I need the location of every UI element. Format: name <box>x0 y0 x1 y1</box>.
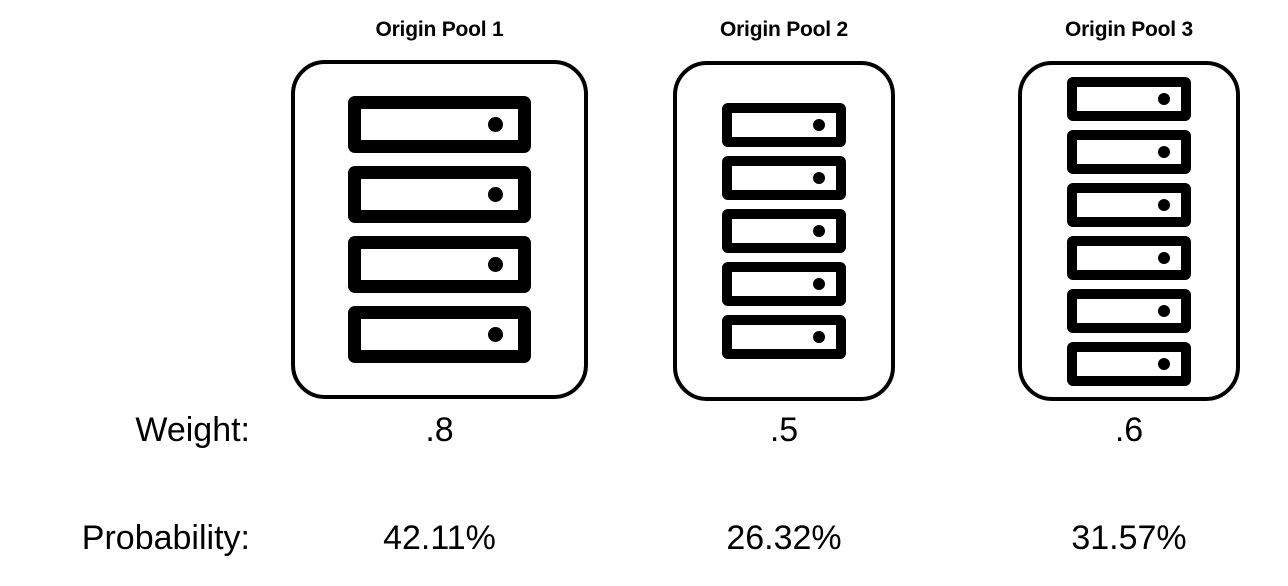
probability-value-pool-1: 42.11% <box>383 519 496 557</box>
server-face <box>732 113 836 137</box>
server-rack-icon <box>722 103 846 147</box>
status-led-icon <box>1158 92 1170 105</box>
server-rack-icon <box>1067 235 1191 280</box>
status-led-icon <box>1158 251 1170 264</box>
server-rack-icon <box>1067 129 1191 174</box>
server-rack-icon <box>348 236 531 293</box>
server-face <box>732 166 836 190</box>
server-rack-icon <box>722 315 846 359</box>
status-led-icon <box>488 117 503 132</box>
status-led-icon <box>813 172 825 184</box>
server-rack-icon <box>348 166 531 223</box>
server-face <box>361 179 518 210</box>
status-led-icon <box>813 331 825 343</box>
weight-row-label: Weight: <box>135 411 250 449</box>
server-rack-icon <box>722 262 846 306</box>
origin-pool-1-title: Origin Pool 1 <box>375 18 504 41</box>
server-face <box>1077 245 1181 270</box>
status-led-icon <box>813 225 825 237</box>
origin-pool-3-title: Origin Pool 3 <box>1064 18 1194 41</box>
server-face <box>732 272 836 296</box>
server-face <box>1077 86 1181 111</box>
status-led-icon <box>1158 357 1170 370</box>
status-led-icon <box>1158 304 1170 317</box>
server-face <box>732 325 836 349</box>
server-rack-icon <box>348 306 531 363</box>
server-rack-icon <box>1067 76 1191 121</box>
origin-pool-1-container[interactable] <box>291 60 588 399</box>
probability-value-pool-3: 31.57% <box>1071 519 1187 557</box>
server-face <box>1077 351 1181 376</box>
status-led-icon <box>1158 145 1170 158</box>
server-face <box>361 249 518 280</box>
probability-value-pool-2: 26.32% <box>726 519 842 557</box>
status-led-icon <box>488 187 503 202</box>
origin-pool-2-container[interactable] <box>673 61 895 401</box>
server-face <box>361 319 518 350</box>
server-rack-icon <box>722 156 846 200</box>
weight-value-pool-2: .5 <box>769 411 799 449</box>
server-rack-icon <box>1067 341 1191 386</box>
server-face <box>1077 139 1181 164</box>
weight-value-pool-1: .8 <box>425 411 454 449</box>
server-rack-icon <box>348 96 531 153</box>
server-rack-icon <box>1067 182 1191 227</box>
server-rack-icon <box>722 209 846 253</box>
server-face <box>732 219 836 243</box>
status-led-icon <box>813 119 825 131</box>
status-led-icon <box>488 257 503 272</box>
status-led-icon <box>813 278 825 290</box>
origin-pool-2-title: Origin Pool 2 <box>719 18 849 41</box>
origin-pool-3-container[interactable] <box>1018 61 1240 401</box>
server-face <box>361 109 518 140</box>
server-face <box>1077 192 1181 217</box>
server-rack-icon <box>1067 288 1191 333</box>
server-face <box>1077 298 1181 323</box>
status-led-icon <box>488 327 503 342</box>
status-led-icon <box>1158 198 1170 211</box>
weight-value-pool-3: .6 <box>1114 411 1144 449</box>
probability-row-label: Probability: <box>81 519 250 557</box>
